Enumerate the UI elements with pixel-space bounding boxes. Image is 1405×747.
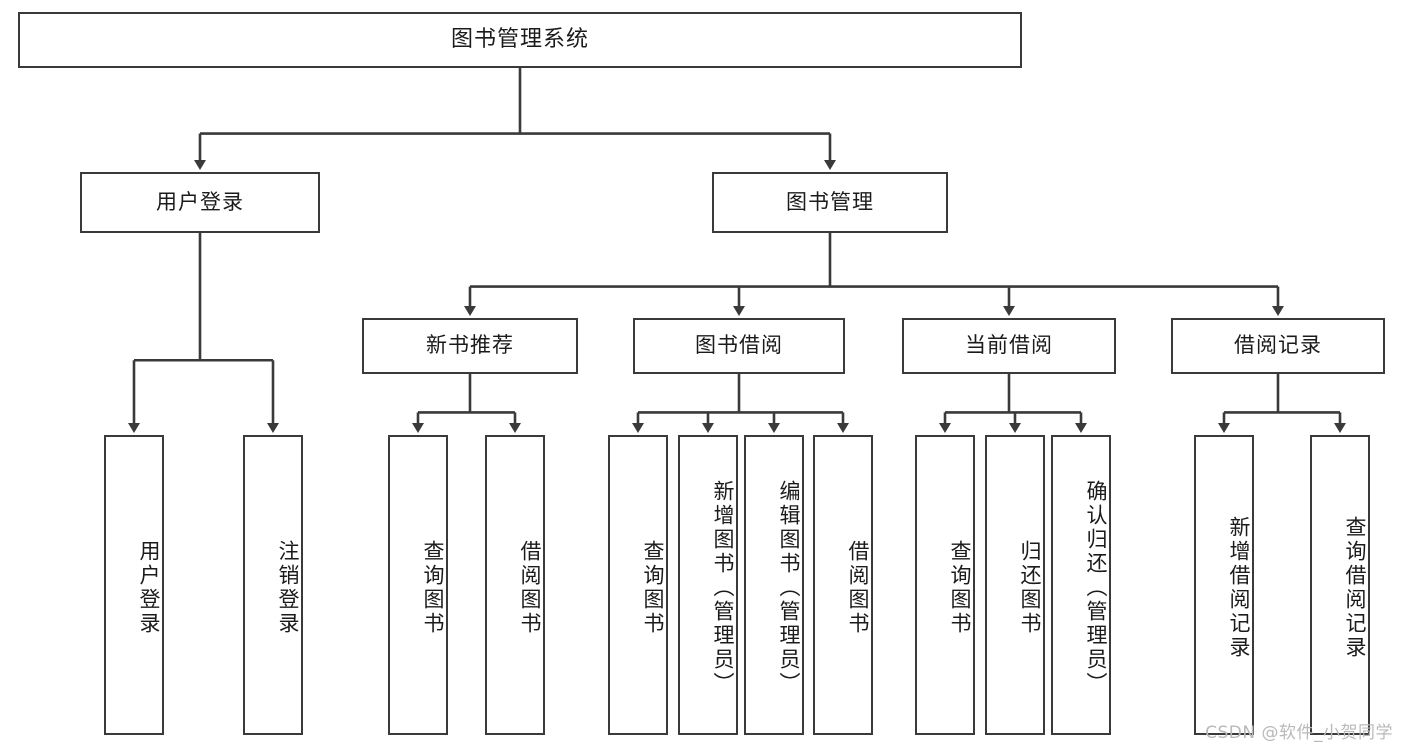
node-label: 确认归还（管理员） [1084, 480, 1108, 696]
node-leaf-query-borrow-record[interactable]: 查询借阅记录 [1310, 435, 1370, 735]
node-leaf-query-book-borrow[interactable]: 查询图书 [608, 435, 668, 735]
node-label: 用户登录 [137, 540, 161, 636]
node-label: 图书管理 [786, 189, 874, 214]
node-borrow-record[interactable]: 借阅记录 [1171, 318, 1385, 374]
node-label: 当前借阅 [965, 333, 1053, 358]
node-leaf-edit-book-admin[interactable]: 编辑图书（管理员） [744, 435, 804, 735]
node-label: 新书推荐 [426, 333, 514, 358]
node-label: 借阅图书 [846, 540, 870, 636]
node-label: 查询借阅记录 [1343, 516, 1367, 660]
node-user-login[interactable]: 用户登录 [80, 172, 320, 233]
node-label: 查询图书 [641, 540, 665, 636]
node-label: 借阅记录 [1234, 333, 1322, 358]
node-leaf-confirm-return-admin[interactable]: 确认归还（管理员） [1051, 435, 1111, 735]
node-leaf-return-book[interactable]: 归还图书 [985, 435, 1045, 735]
node-label: 新增借阅记录 [1227, 516, 1251, 660]
node-book-manage[interactable]: 图书管理 [712, 172, 948, 233]
node-new-book-recommend[interactable]: 新书推荐 [362, 318, 578, 374]
watermark-text: CSDN @软件_小贺同学 [1205, 723, 1393, 743]
node-leaf-query-book-recommend[interactable]: 查询图书 [388, 435, 448, 735]
node-current-borrow[interactable]: 当前借阅 [902, 318, 1116, 374]
node-label: 查询图书 [421, 540, 445, 636]
node-label: 编辑图书（管理员） [777, 480, 801, 696]
node-leaf-logout[interactable]: 注销登录 [243, 435, 303, 735]
node-label: 新增图书（管理员） [711, 480, 735, 696]
node-label: 用户登录 [156, 189, 244, 214]
node-leaf-user-login[interactable]: 用户登录 [104, 435, 164, 735]
node-root[interactable]: 图书管理系统 [18, 12, 1022, 68]
node-book-borrow[interactable]: 图书借阅 [633, 318, 845, 374]
node-label: 查询图书 [948, 540, 972, 636]
node-label: 借阅图书 [518, 540, 542, 636]
node-leaf-add-borrow-record[interactable]: 新增借阅记录 [1194, 435, 1254, 735]
node-leaf-query-book-current[interactable]: 查询图书 [915, 435, 975, 735]
node-leaf-borrow-book[interactable]: 借阅图书 [813, 435, 873, 735]
node-label: 归还图书 [1018, 540, 1042, 636]
node-leaf-borrow-book-recommend[interactable]: 借阅图书 [485, 435, 545, 735]
node-label: 注销登录 [276, 540, 300, 636]
node-label: 图书管理系统 [450, 26, 589, 52]
node-leaf-add-book-admin[interactable]: 新增图书（管理员） [678, 435, 738, 735]
node-label: 图书借阅 [695, 333, 783, 358]
